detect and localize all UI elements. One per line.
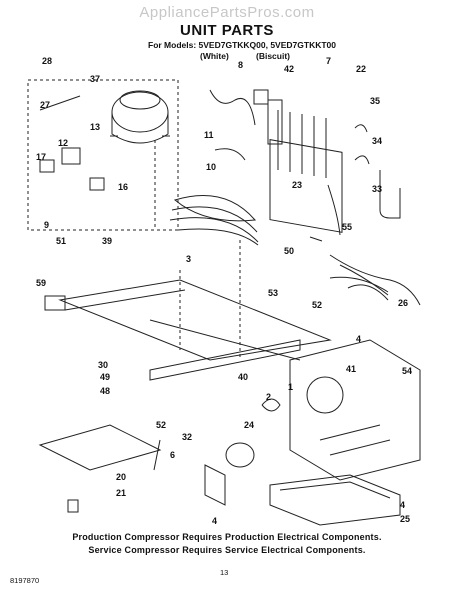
callout: 25 bbox=[400, 514, 410, 524]
callout: 48 bbox=[100, 386, 110, 396]
callout: 4 bbox=[212, 516, 217, 526]
callout: 39 bbox=[102, 236, 112, 246]
page-title: UNIT PARTS bbox=[180, 22, 274, 39]
callout: 17 bbox=[36, 152, 46, 162]
callout: 52 bbox=[156, 420, 166, 430]
callout: 9 bbox=[44, 220, 49, 230]
callout: 23 bbox=[292, 180, 302, 190]
callout: 59 bbox=[36, 278, 46, 288]
callout: 6 bbox=[170, 450, 175, 460]
relay-part bbox=[39, 159, 55, 173]
footer-note-production: Production Compressor Requires Productio… bbox=[72, 532, 382, 542]
callout: 27 bbox=[40, 100, 50, 110]
callout: 4 bbox=[356, 334, 361, 344]
clip-part bbox=[253, 89, 269, 105]
callout: 53 bbox=[268, 288, 278, 298]
compressor-drawing bbox=[110, 90, 170, 144]
callout: 42 bbox=[284, 64, 294, 74]
models-line: For Models: 5VED7GTKKQ00, 5VED7GTKKT00 bbox=[148, 40, 336, 50]
electrical-components-box bbox=[27, 79, 179, 231]
grommet-part bbox=[67, 499, 79, 513]
callout: 50 bbox=[284, 246, 294, 256]
clamp-part-2 bbox=[354, 155, 370, 165]
callout: 34 bbox=[372, 136, 382, 146]
fan-shroud bbox=[289, 339, 421, 481]
callout: 55 bbox=[342, 222, 352, 232]
clamp-part bbox=[354, 124, 368, 133]
callout: 3 bbox=[186, 254, 191, 264]
drain-tube bbox=[379, 170, 401, 219]
cover-panel bbox=[267, 99, 283, 145]
callout: 4 bbox=[400, 500, 405, 510]
drain-pan-inner bbox=[279, 481, 391, 499]
callout: 21 bbox=[116, 488, 126, 498]
callout: 33 bbox=[372, 184, 382, 194]
callout: 1 bbox=[288, 382, 293, 392]
callout: 35 bbox=[370, 96, 380, 106]
callout: 32 bbox=[182, 432, 192, 442]
overload-part bbox=[61, 147, 81, 165]
bracket-part bbox=[44, 295, 66, 311]
document-number: 8197870 bbox=[10, 576, 40, 585]
fan-blade bbox=[261, 398, 281, 412]
base-frame bbox=[58, 279, 332, 381]
callout: 51 bbox=[56, 236, 66, 246]
watermark: AppliancePartsPros.com bbox=[139, 4, 315, 21]
motor-bracket bbox=[204, 464, 226, 506]
callout: 8 bbox=[238, 60, 243, 70]
wire-harness bbox=[329, 254, 421, 306]
callout: 41 bbox=[346, 364, 356, 374]
callout: 13 bbox=[90, 122, 100, 132]
callout: 28 bbox=[42, 56, 52, 66]
fan-motor bbox=[225, 442, 255, 468]
callout: 22 bbox=[356, 64, 366, 74]
callout: 2 bbox=[266, 392, 271, 402]
callout: 16 bbox=[118, 182, 128, 192]
model-biscuit-label: (Biscuit) bbox=[256, 51, 290, 61]
wire-part bbox=[39, 95, 81, 111]
footer-note-service: Service Compressor Requires Service Elec… bbox=[88, 545, 366, 555]
rod-part bbox=[153, 439, 161, 471]
drain-hose bbox=[327, 184, 341, 236]
access-panel bbox=[38, 424, 162, 471]
callout: 49 bbox=[100, 372, 110, 382]
model-white-label: (White) bbox=[200, 51, 229, 61]
callout: 37 bbox=[90, 74, 100, 84]
drain-pan bbox=[269, 474, 401, 526]
callout: 54 bbox=[402, 366, 412, 376]
cover-part bbox=[89, 177, 105, 191]
callout: 10 bbox=[206, 162, 216, 172]
callout: 26 bbox=[398, 298, 408, 308]
callout: 30 bbox=[98, 360, 108, 370]
callout: 11 bbox=[204, 130, 214, 140]
callout: 52 bbox=[312, 300, 322, 310]
page-number: 13 bbox=[220, 568, 229, 577]
evaporator-coil bbox=[269, 110, 343, 233]
alignment-lines bbox=[154, 140, 241, 360]
callout: 12 bbox=[58, 138, 68, 148]
callout: 40 bbox=[238, 372, 248, 382]
screw-part bbox=[309, 236, 323, 242]
condenser-coil bbox=[169, 195, 259, 246]
callout-labels: 28 37 8 42 7 22 27 35 13 11 34 12 17 10 … bbox=[36, 56, 412, 526]
tube-part-small bbox=[214, 148, 246, 161]
callout: 20 bbox=[116, 472, 126, 482]
tube-part bbox=[209, 89, 256, 126]
callout: 7 bbox=[326, 56, 331, 66]
callout: 24 bbox=[244, 420, 254, 430]
